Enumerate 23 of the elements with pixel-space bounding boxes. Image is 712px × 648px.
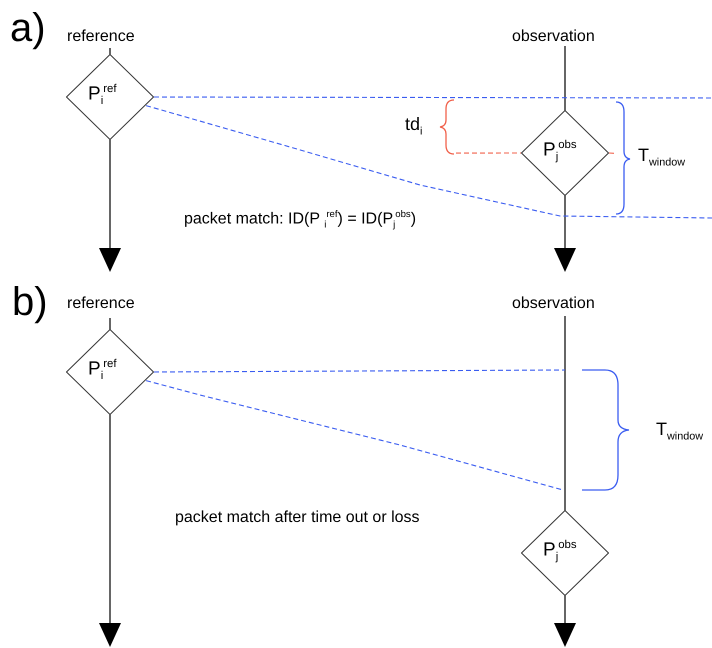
timeline-label: reference <box>67 28 135 46</box>
packet-diamond <box>66 54 154 140</box>
panel-label: b) <box>12 280 48 324</box>
brace <box>614 99 632 217</box>
annotation-text: packet match after time out or loss <box>175 509 420 527</box>
packet-diamond <box>521 510 609 596</box>
packet-diamond <box>521 110 609 196</box>
panel-label: a) <box>10 6 46 50</box>
packet-diamond <box>66 329 154 415</box>
dashed-line <box>456 152 521 154</box>
dashed-line <box>154 96 712 99</box>
dashed-line <box>146 105 712 219</box>
dashed-line <box>146 380 564 491</box>
window-label: T$_{window}$ <box>638 146 686 170</box>
window-label: T$_{window}$ <box>656 420 704 444</box>
timeline-label: reference <box>67 295 135 313</box>
dashed-line <box>154 369 565 373</box>
brace <box>438 99 456 155</box>
annotation-text: packet match: ID(P $_{i}$$^{ref}$) = ID(P$_{j}$$^{obs}$) <box>184 210 416 232</box>
timeline-label: observation <box>512 295 595 313</box>
delay-label: td$_{i}$ <box>405 115 422 138</box>
dashed-line <box>608 152 614 154</box>
timeline-label: observation <box>512 28 595 46</box>
